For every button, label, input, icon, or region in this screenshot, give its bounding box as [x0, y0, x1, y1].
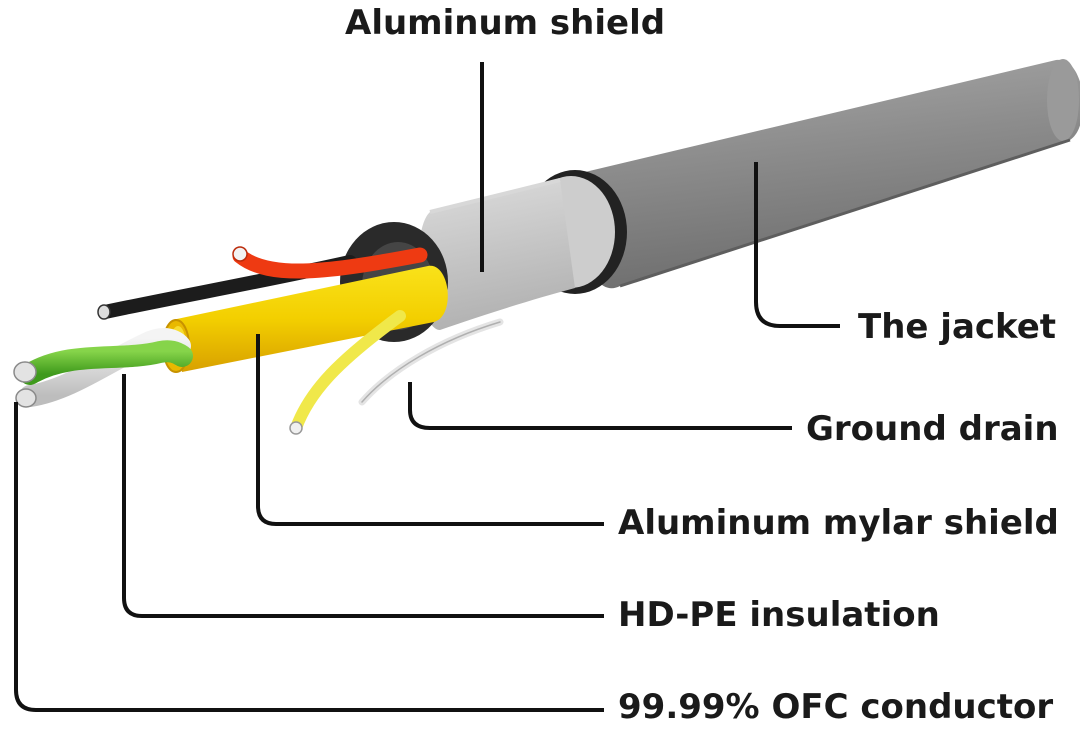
leader-hdpe-insulation — [122, 374, 604, 618]
leader-mylar-shield — [256, 334, 604, 526]
label-aluminum-shield: Aluminum shield — [345, 3, 666, 43]
green-insulated-conductor — [13, 340, 193, 385]
jacket-body — [585, 59, 1080, 289]
ground-drain-wire — [358, 318, 504, 406]
label-ground-drain: Ground drain — [806, 409, 1059, 449]
leader-ofc-conductor — [14, 402, 604, 712]
label-jacket: The jacket — [858, 307, 1057, 347]
leader-jacket — [754, 162, 840, 328]
label-hdpe-insulation: HD-PE insulation — [618, 595, 940, 635]
yellow-wire — [289, 310, 406, 435]
label-ofc-conductor: 99.99% OFC conductor — [618, 687, 1054, 727]
label-aluminum-mylar-shield: Aluminum mylar shield — [618, 503, 1059, 543]
red-wire — [232, 246, 428, 279]
leader-ground-drain — [408, 382, 792, 430]
